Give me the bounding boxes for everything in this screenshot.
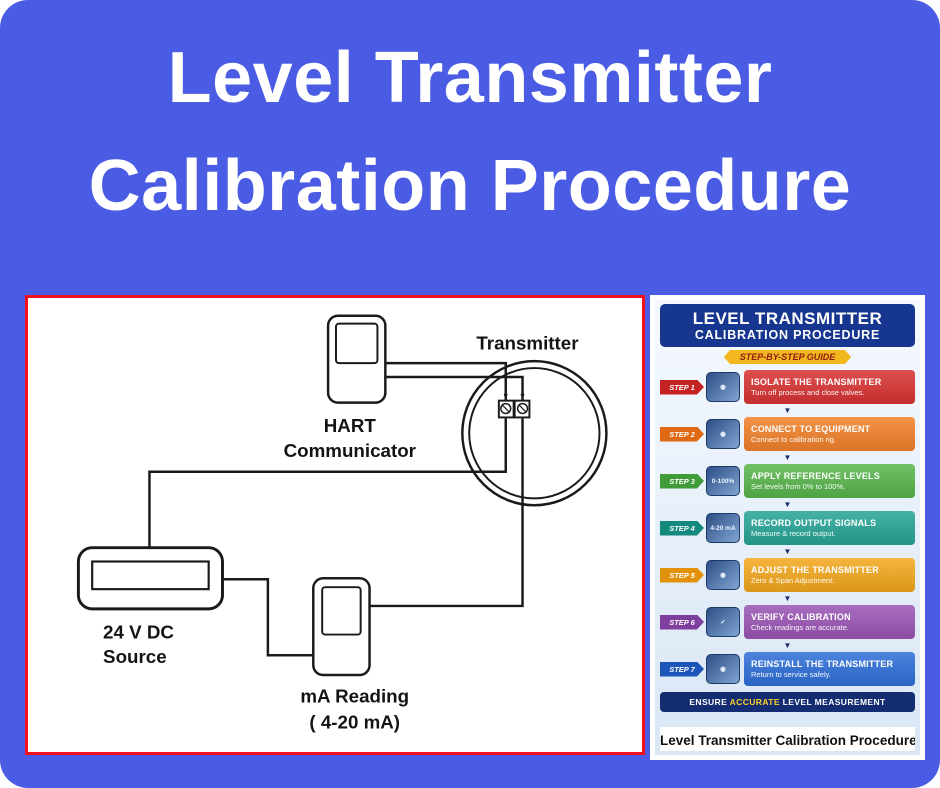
terminal-junction-dot-b — [520, 392, 525, 397]
step-5-tag: STEP 5 — [660, 567, 704, 583]
transmitter-label: Transmitter — [476, 332, 579, 353]
step-1-subtitle: Turn off process and close valves. — [751, 388, 865, 397]
wire-terminal-a-to-source — [148, 418, 507, 548]
step-1-banner: ISOLATE THE TRANSMITTER Turn off process… — [744, 370, 915, 404]
transmitter-icon: ◉ — [706, 372, 740, 402]
dc-source-display — [91, 560, 210, 591]
step-3-title: APPLY REFERENCE LEVELS — [751, 471, 880, 481]
dc-source-label-line2: Source — [103, 646, 167, 667]
infographic-title-line2: CALIBRATION PROCEDURE — [694, 328, 881, 342]
step-6-subtitle: Check readings are accurate. — [751, 623, 849, 632]
step-7-icon-text: ◉ — [720, 666, 726, 673]
step-5-icon-text: ◉ — [720, 572, 726, 579]
step-row-2: STEP 2 ◉ CONNECT TO EQUIPMENT Connect to… — [660, 416, 915, 452]
equipment-icon: ◉ — [706, 419, 740, 449]
infographic-title-line1: LEVEL TRANSMITTER — [692, 309, 883, 328]
step-1-tag: STEP 1 — [660, 379, 704, 395]
step-by-step-ribbon: STEP-BY-STEP GUIDE — [723, 350, 852, 364]
step-2-subtitle: Connect to calibration rig. — [751, 435, 837, 444]
step-6-title: VERIFY CALIBRATION — [751, 612, 851, 622]
step-4-icon-text: 4-20 mA — [710, 524, 736, 532]
step-6-tag: STEP 6 — [660, 614, 704, 630]
transmitter-circle-outer — [461, 359, 608, 507]
step-5-title: ADJUST THE TRANSMITTER — [751, 565, 879, 575]
step-7-banner: REINSTALL THE TRANSMITTER Return to serv… — [744, 652, 915, 686]
page-title: Level Transmitter Calibration Procedure — [0, 24, 940, 240]
ma-display-icon: 4-20 mA — [706, 513, 740, 543]
step-row-6: STEP 6 ✓ VERIFY CALIBRATION Check readin… — [660, 604, 915, 640]
step-2-icon-text: ◉ — [720, 431, 726, 438]
terminal-screw-b-slot — [518, 404, 527, 413]
step-7-tag: STEP 7 — [660, 661, 704, 677]
step-3-subtitle: Set levels from 0% to 100%. — [751, 482, 846, 491]
arrow-down-icon: ▼ — [783, 641, 792, 650]
title-line-1: Level Transmitter — [167, 38, 773, 118]
step-4-subtitle: Measure & record output. — [751, 529, 836, 538]
step-3-banner: APPLY REFERENCE LEVELS Set levels from 0… — [744, 464, 915, 498]
dc-source-label-line1: 24 V DC — [103, 622, 174, 643]
step-4-banner: RECORD OUTPUT SIGNALS Measure & record o… — [744, 511, 915, 545]
step-5-subtitle: Zero & Span Adjustment. — [751, 576, 835, 585]
terminal-screw-a-slot — [501, 404, 511, 413]
step-5-banner: ADJUST THE TRANSMITTER Zero & Span Adjus… — [744, 558, 915, 592]
infographic: LEVEL TRANSMITTER CALIBRATION PROCEDURE … — [655, 300, 920, 755]
step-2-tag: STEP 2 — [660, 426, 704, 442]
hart-label-line1: HART — [324, 415, 377, 436]
verify-check-icon: ✓ — [706, 607, 740, 637]
step-3-tag: STEP 3 — [660, 473, 704, 489]
step-row-3: STEP 3 0-100% APPLY REFERENCE LEVELS Set… — [660, 463, 915, 499]
arrow-down-icon: ▼ — [783, 406, 792, 415]
step-2-banner: CONNECT TO EQUIPMENT Connect to calibrat… — [744, 417, 915, 451]
step-2-title: CONNECT TO EQUIPMENT — [751, 424, 871, 434]
level-gauge-icon: 0-100% — [706, 466, 740, 496]
ma-meter-screen — [321, 586, 362, 636]
wire-hart-to-terminal-a — [385, 361, 507, 401]
adjust-icon: ◉ — [706, 560, 740, 590]
wiring-diagram-panel: HART Communicator Transmitter 24 V DC So… — [25, 295, 645, 755]
steps-list: STEP 1 ◉ ISOLATE THE TRANSMITTER Turn of… — [660, 369, 915, 687]
hart-screen — [334, 322, 379, 365]
infographic-caption: Level Transmitter Calibration Procedure — [660, 727, 915, 751]
step-row-7: STEP 7 ◉ REINSTALL THE TRANSMITTER Retur… — [660, 651, 915, 687]
wire-hart-to-terminal-b — [385, 375, 524, 401]
step-7-subtitle: Return to service safely. — [751, 670, 831, 679]
footer-highlight: ACCURATE — [729, 697, 780, 707]
ma-meter-label-line2: ( 4-20 mA) — [309, 711, 400, 732]
arrow-down-icon: ▼ — [783, 594, 792, 603]
step-3-icon-text: 0-100% — [711, 477, 735, 485]
transmitter-circle-inner — [468, 367, 601, 500]
footer-banner: ENSURE ACCURATE LEVEL MEASUREMENT — [660, 692, 915, 712]
arrow-down-icon: ▼ — [783, 500, 792, 509]
step-6-icon-text: ✓ — [720, 619, 726, 626]
infographic-panel: LEVEL TRANSMITTER CALIBRATION PROCEDURE … — [650, 295, 925, 760]
step-4-tag: STEP 4 — [660, 520, 704, 536]
step-row-5: STEP 5 ◉ ADJUST THE TRANSMITTER Zero & S… — [660, 557, 915, 593]
wire-source-to-meter — [222, 578, 314, 657]
wire-terminal-b-to-meter — [369, 418, 524, 608]
arrow-down-icon: ▼ — [783, 453, 792, 462]
step-1-title: ISOLATE THE TRANSMITTER — [751, 377, 882, 387]
terminal-junction-dot-a — [503, 392, 508, 397]
step-7-title: REINSTALL THE TRANSMITTER — [751, 659, 894, 669]
step-row-4: STEP 4 4-20 mA RECORD OUTPUT SIGNALS Mea… — [660, 510, 915, 546]
footer-prefix: ENSURE — [689, 697, 730, 707]
infographic-header: LEVEL TRANSMITTER CALIBRATION PROCEDURE — [660, 304, 915, 347]
wiring-diagram: HART Communicator Transmitter 24 V DC So… — [76, 314, 608, 732]
step-row-1: STEP 1 ◉ ISOLATE THE TRANSMITTER Turn of… — [660, 369, 915, 405]
footer-suffix: LEVEL MEASUREMENT — [779, 697, 886, 707]
step-1-icon-text: ◉ — [720, 384, 726, 391]
step-4-title: RECORD OUTPUT SIGNALS — [751, 518, 877, 528]
step-6-banner: VERIFY CALIBRATION Check readings are ac… — [744, 605, 915, 639]
reinstall-icon: ◉ — [706, 654, 740, 684]
hart-label-line2: Communicator — [284, 440, 417, 461]
ma-meter-label-line1: mA Reading — [300, 686, 409, 707]
arrow-down-icon: ▼ — [783, 547, 792, 556]
title-line-2: Calibration Procedure — [88, 146, 852, 226]
